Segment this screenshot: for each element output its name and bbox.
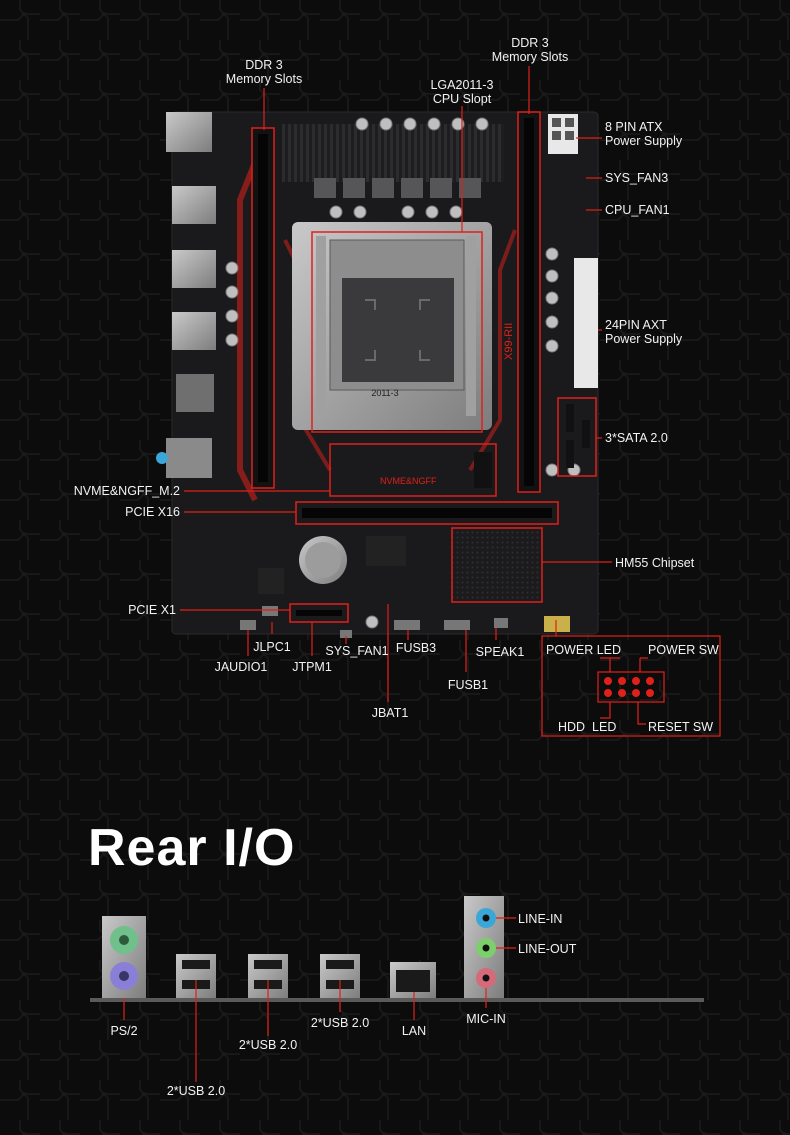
- model-silk: X99-RII: [503, 323, 515, 360]
- cpu-fan1-label: CPU_FAN1: [605, 203, 670, 217]
- ddr3-right-label: DDR 3 Memory Slots: [480, 36, 580, 64]
- cpu-line1: LGA2011-3: [430, 78, 494, 92]
- power-sw-label: POWER SW: [648, 643, 719, 657]
- fusb1-label: FUSB1: [447, 678, 489, 692]
- atx8-label: 8 PIN ATX Power Supply: [605, 120, 682, 148]
- ddr3-right-line1: DDR 3: [511, 36, 549, 50]
- reset-sw-label: RESET SW: [648, 720, 714, 734]
- cpu-socket: 2011-3: [292, 222, 492, 430]
- line-out-label: LINE-OUT: [518, 942, 577, 956]
- sata-label: 3*SATA 2.0: [605, 431, 668, 445]
- atx24-line2: Power Supply: [605, 332, 683, 346]
- cpu-label: LGA2011-3 CPU Slopt: [412, 78, 512, 106]
- front-panel-diagram: [541, 620, 721, 737]
- motherboard: 2011-3: [156, 111, 599, 638]
- leader-lines: [180, 66, 612, 702]
- line-in-label: LINE-IN: [518, 912, 563, 926]
- jtpm1-label: JTPM1: [292, 660, 332, 674]
- ddr3-left-label: DDR 3 Memory Slots: [214, 58, 314, 86]
- atx8-line1: 8 PIN ATX: [605, 120, 663, 134]
- ddr3-right-line2: Memory Slots: [491, 50, 569, 64]
- jaudio1-label: JAUDIO1: [214, 660, 268, 674]
- ddr3-left-line1: DDR 3: [245, 58, 283, 72]
- rear-io-title: Rear I/O: [88, 819, 296, 877]
- usb-c-label: 2*USB 2.0: [310, 1016, 370, 1030]
- atx24-line1: 24PIN AXT: [605, 318, 667, 332]
- pcie1-label: PCIE X1: [128, 603, 176, 617]
- power-led-label: POWER LED: [546, 643, 622, 657]
- jlpc1-label: JLPC1: [253, 640, 291, 654]
- board-io-ports: [156, 112, 216, 478]
- speak1-label: SPEAK1: [475, 645, 525, 659]
- usb-a-label: 2*USB 2.0: [166, 1084, 226, 1098]
- usb-b-label: 2*USB 2.0: [238, 1038, 298, 1052]
- cpu-line2: CPU Slopt: [432, 92, 492, 106]
- jbat1-label: JBAT1: [371, 706, 409, 720]
- sys-fan3-label: SYS_FAN3: [605, 171, 669, 185]
- atx24-label: 24PIN AXT Power Supply: [605, 318, 682, 346]
- sys-fan1-label: SYS_FAN1: [325, 644, 389, 658]
- ddr3-left-line2: Memory Slots: [225, 72, 303, 86]
- m2-silk: NVME&NGFF: [380, 476, 437, 486]
- hdd-led-label: HDD LED: [558, 720, 617, 734]
- chipset-label: HM55 Chipset: [615, 556, 695, 570]
- socket-silk: 2011-3: [371, 388, 398, 398]
- lan-label: LAN: [401, 1024, 427, 1038]
- rear-io-panel: [90, 896, 704, 1082]
- atx8-line2: Power Supply: [605, 134, 683, 148]
- pcie16-label: PCIE X16: [125, 505, 180, 519]
- mic-in-label: MIC-IN: [466, 1012, 506, 1026]
- fusb3-label: FUSB3: [395, 641, 437, 655]
- ps2-label: PS/2: [110, 1024, 138, 1038]
- nvme-label: NVME&NGFF_M.2: [73, 484, 180, 498]
